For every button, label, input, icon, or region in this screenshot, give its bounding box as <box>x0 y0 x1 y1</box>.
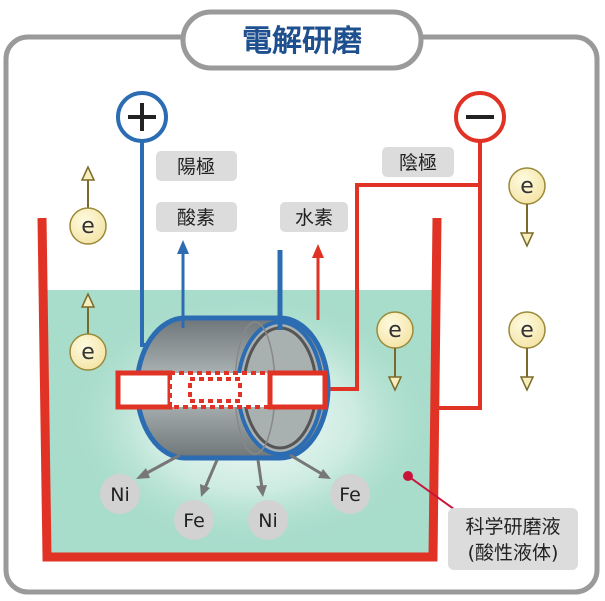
svg-text:Fe: Fe <box>339 484 361 506</box>
anode-label-bg <box>156 151 237 181</box>
anode-label: 陽極 <box>177 156 215 178</box>
solution-callout-line <box>407 475 459 513</box>
oxygen-label: 酸素 <box>177 207 215 229</box>
svg-text:e: e <box>388 318 402 343</box>
electron-up-2: e <box>69 292 107 371</box>
ion-arrows <box>136 453 331 497</box>
tank-wall <box>37 217 442 562</box>
ion-ni-1 <box>100 474 140 514</box>
hydrogen-label-bg <box>280 202 348 232</box>
ion-fe-2 <box>330 474 370 514</box>
svg-text:e: e <box>520 174 534 199</box>
cathode-wire-outer <box>437 141 482 410</box>
solution-label-bg <box>448 508 578 570</box>
svg-text:Ni: Ni <box>258 510 278 532</box>
electron-down-2: e <box>376 311 414 392</box>
solution-label-line2: (酸性液体) <box>468 542 559 564</box>
oxygen-label-bg <box>156 202 237 232</box>
electron-down-3: e <box>508 311 546 392</box>
electron-up-1: e <box>69 165 107 245</box>
svg-text:e: e <box>81 214 95 239</box>
electron-down-1: e <box>508 167 546 248</box>
page-title: 電解研磨 <box>242 24 362 59</box>
ion-fe-1 <box>174 500 214 540</box>
ion-ni-2 <box>248 500 288 540</box>
svg-text:e: e <box>520 318 534 343</box>
oxygen-arrowhead <box>177 240 189 254</box>
solution-label-line1: 科学研磨液 <box>465 516 560 538</box>
cathode-bar <box>115 370 328 410</box>
svg-text:e: e <box>81 340 95 365</box>
cathode-label-bg <box>382 147 454 177</box>
hydrogen-label: 水素 <box>295 207 333 229</box>
svg-text:Fe: Fe <box>183 510 205 532</box>
hydrogen-arrowhead <box>312 244 324 258</box>
cathode-wire-inner <box>325 183 480 391</box>
title-pill <box>180 9 424 71</box>
svg-text:Ni: Ni <box>110 484 130 506</box>
cathode-label: 陰極 <box>399 152 437 174</box>
